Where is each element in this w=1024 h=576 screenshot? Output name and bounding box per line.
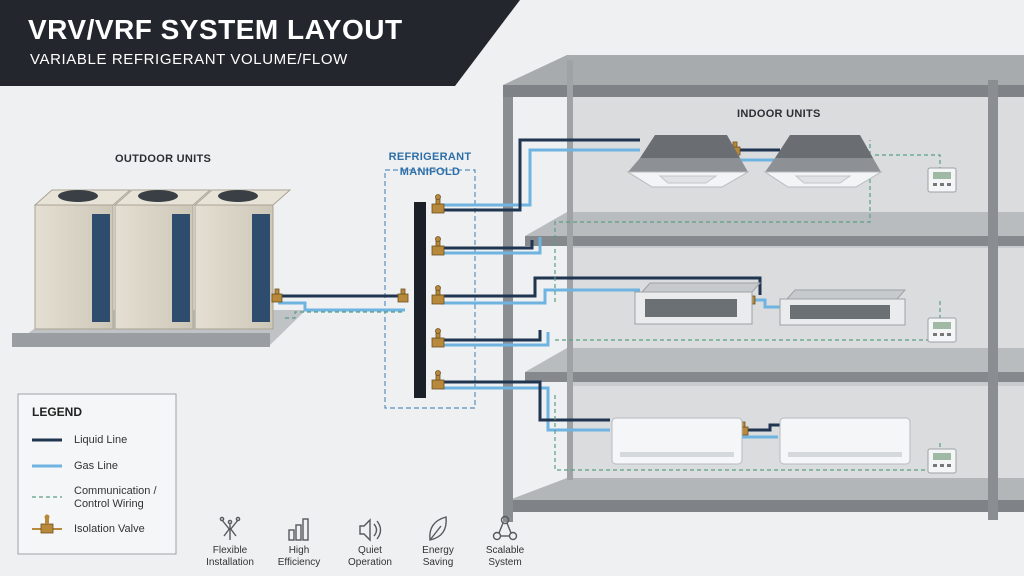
outdoor-units-label: OUTDOOR UNITS [115,153,212,165]
isolation-valve-icon [431,194,445,214]
feature-label-line1: Flexible [212,545,248,556]
feature-scalable-system: Scalable System [465,545,545,569]
isolation-valve-icon [271,288,283,303]
back-left-column [567,60,573,480]
ground-slab-top [509,478,1024,500]
outdoor-pad-front [12,333,270,347]
thermostat-icon [927,448,957,474]
thermostat-icon [927,167,957,193]
roof-slab-top [503,55,1024,85]
feature-high-efficiency: High Efficiency [259,545,339,569]
manifold-label-line1: REFRIGERANT [388,151,472,163]
wall-unit-1 [611,417,743,465]
outdoor-unit-group [12,189,306,347]
bar-chart-icon [288,518,309,541]
outdoor-unit-3 [193,189,292,330]
feature-label-line2: System [488,557,522,568]
slab-2-top [525,212,1024,236]
indoor-units-label: INDOOR UNITS [737,108,821,120]
manifold-label: REFRIGERANT MANIFOLD [372,150,488,180]
ground-slab-front [509,500,1024,512]
legend-valve-swatch [32,514,62,534]
gas-lines [278,148,785,439]
leaf-icon [429,516,447,541]
slab-1-top [525,348,1024,372]
manifold-header [414,202,426,398]
feature-quiet-operation: Quiet Operation [330,545,410,569]
page-title: VRV/VRF SYSTEM LAYOUT [28,14,403,45]
feature-energy-saving: Energy Saving [398,545,478,569]
slab-2-front [525,236,1024,246]
page-subtitle: VARIABLE REFRIGERANT VOLUME/FLOW [30,51,348,68]
outdoor-unit-1 [33,189,132,330]
manifold-box [384,169,476,409]
coil-grille [172,214,190,322]
ducted-unit-1 [634,282,762,325]
network-icon [492,515,518,541]
speaker-icon [359,518,382,542]
isolation-valve-icon [431,328,445,348]
feature-label-line1: Energy [422,545,454,556]
feature-label-line1: High [288,545,310,556]
isolation-valve-icon [431,285,445,305]
liquid-lines [278,138,785,432]
feature-label-line1: Scalable [485,545,525,556]
ducted-unit-2 [779,289,907,326]
wall-unit-2 [779,417,911,465]
isolation-valve-icon [431,236,445,256]
legend-item-comm-line1: Communication / [74,485,157,497]
thermostat-icon [927,317,957,343]
front-left-column [503,97,513,522]
legend-item-liquid-line: Liquid Line [74,434,128,446]
branch-icon [219,516,241,540]
coil-grille [92,214,110,322]
legend-title: LEGEND [32,405,83,419]
slab-1-front [525,372,1024,382]
feature-flexible-installation: Flexible Installation [190,545,270,569]
feature-label-line2: Installation [206,557,254,568]
roof-slab-front [503,85,1024,97]
legend-item-gas-line: Gas Line [74,460,119,472]
legend-item-comm-wiring: Communication / Control Wiring [74,485,157,511]
isolation-valve-icon [397,288,409,303]
legend-item-comm-line2: Control Wiring [74,498,144,510]
coil-grille [252,214,270,322]
cassette-unit-1 [626,135,750,188]
title-banner-shape [0,0,520,86]
feature-label-line2: Saving [422,557,454,568]
feature-label-line1: Quiet [358,545,382,556]
fan-icon [58,190,98,202]
building [503,55,1024,522]
feature-label-line2: Operation [348,557,392,568]
fan-icon [218,190,258,202]
fan-icon [138,190,178,202]
legend-item-isolation-valve: Isolation Valve [74,523,145,535]
feature-label-line2: Efficiency [277,557,321,568]
cassette-unit-2 [763,135,883,188]
outdoor-unit-2 [113,189,212,330]
front-right-column [988,80,998,520]
manifold-label-line2: MANIFOLD [399,166,461,178]
isolation-valve-icon [431,370,445,390]
